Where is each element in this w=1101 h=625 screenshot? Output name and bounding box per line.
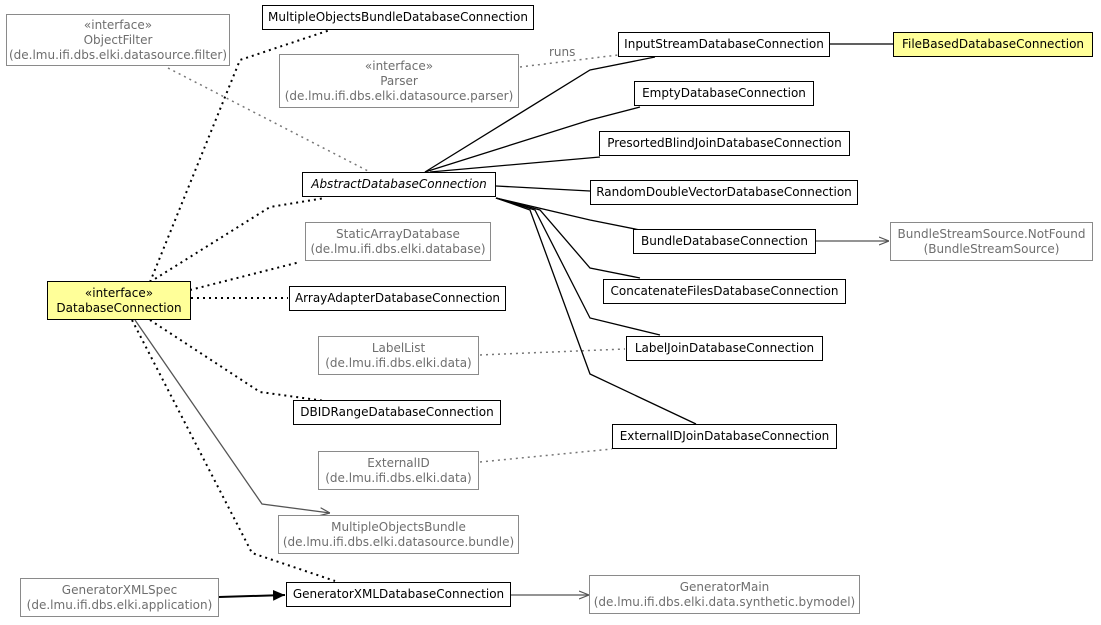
edge-externalid-externalidjoin [479, 448, 613, 463]
database-connection-name: DatabaseConnection [56, 300, 182, 315]
edge-dbconn-multipleobjectsbundle [134, 319, 330, 513]
concatenate-files-db-conn-name: ConcatenateFilesDatabaseConnection [610, 284, 839, 298]
empty-db-conn-name: EmptyDatabaseConnection [642, 86, 806, 100]
generator-xml-db-conn-name: GeneratorXMLDatabaseConnection [292, 587, 505, 601]
static-array-database-node[interactable]: StaticArrayDatabase (de.lmu.ifi.dbs.elki… [305, 222, 491, 261]
label-list-name: LabelList [371, 340, 426, 355]
object-filter-stereotype: «interface» [83, 17, 153, 32]
bundle-stream-source-not-found-package: (BundleStreamSource) [923, 241, 1060, 256]
multiple-objects-bundle-db-conn-name: MultipleObjectsBundleDatabaseConnection [268, 10, 528, 24]
bundle-stream-source-not-found-node[interactable]: BundleStreamSource.NotFound (BundleStrea… [890, 222, 1093, 261]
file-based-db-conn-node[interactable]: FileBasedDatabaseConnection [893, 32, 1093, 57]
realization-edges [131, 29, 336, 582]
edge-abstract-inputstream [424, 56, 656, 173]
parser-package: (de.lmu.ifi.dbs.elki.datasource.parser) [284, 88, 514, 103]
bundle-db-conn-node[interactable]: BundleDatabaseConnection [633, 229, 816, 254]
bundle-stream-source-not-found-name: BundleStreamSource.NotFound [897, 226, 1086, 241]
array-adapter-db-conn-node[interactable]: ArrayAdapterDatabaseConnection [289, 286, 506, 311]
edge-abstract-concatenate [495, 197, 641, 279]
multiple-objects-bundle-db-conn-node[interactable]: MultipleObjectsBundleDatabaseConnection [262, 5, 534, 30]
empty-db-conn-node[interactable]: EmptyDatabaseConnection [634, 81, 814, 106]
runs-label: runs [549, 45, 576, 59]
generator-xml-spec-name: GeneratorXMLSpec [61, 582, 178, 597]
external-id-node[interactable]: ExternalID (de.lmu.ifi.dbs.elki.data) [318, 451, 479, 490]
external-id-join-db-conn-name: ExternalIDJoinDatabaseConnection [619, 429, 830, 443]
association-edges [134, 241, 889, 595]
input-stream-db-conn-node[interactable]: InputStreamDatabaseConnection [618, 32, 830, 57]
random-double-vector-db-conn-name: RandomDoubleVectorDatabaseConnection [596, 185, 852, 199]
parser-node[interactable]: «interface» Parser (de.lmu.ifi.dbs.elki.… [279, 54, 519, 108]
multiple-objects-bundle-node[interactable]: MultipleObjectsBundle (de.lmu.ifi.dbs.el… [278, 515, 519, 554]
edge-abstract-empty [424, 106, 641, 173]
edge-parser-inputstream [519, 54, 619, 68]
label-list-package: (de.lmu.ifi.dbs.elki.data) [325, 355, 472, 370]
parser-stereotype: «interface» [364, 58, 434, 73]
generator-xml-db-conn-node[interactable]: GeneratorXMLDatabaseConnection [286, 582, 511, 607]
label-join-db-conn-name: LabelJoinDatabaseConnection [634, 341, 815, 355]
edge-labellist-labeljoin [479, 348, 626, 356]
presorted-blind-join-db-conn-name: PresortedBlindJoinDatabaseConnection [607, 136, 842, 150]
generator-main-name: GeneratorMain [679, 579, 770, 594]
dependency-edges [167, 54, 626, 463]
object-filter-node[interactable]: «interface» ObjectFilter (de.lmu.ifi.dbs… [6, 14, 230, 66]
abstract-db-conn-name: AbstractDatabaseConnection [311, 177, 487, 191]
concatenate-files-db-conn-node[interactable]: ConcatenateFilesDatabaseConnection [603, 279, 846, 304]
edge-dbconn-abstract [149, 197, 326, 283]
object-filter-name: ObjectFilter [83, 32, 153, 47]
generator-main-node[interactable]: GeneratorMain (de.lmu.ifi.dbs.elki.data.… [589, 575, 860, 614]
file-based-db-conn-name: FileBasedDatabaseConnection [901, 37, 1085, 51]
edge-abstract-bundle [495, 197, 641, 231]
inheritance-edges [424, 43, 893, 425]
input-stream-db-conn-name: InputStreamDatabaseConnection [624, 37, 824, 51]
random-double-vector-db-conn-node[interactable]: RandomDoubleVectorDatabaseConnection [590, 180, 858, 205]
edge-dbconn-arrayadapter [189, 261, 301, 291]
dbid-range-db-conn-node[interactable]: DBIDRangeDatabaseConnection [293, 400, 501, 425]
edge-objectfilter-abstract [167, 67, 371, 173]
dbid-range-db-conn-name: DBIDRangeDatabaseConnection [300, 405, 494, 419]
presorted-blind-join-db-conn-node[interactable]: PresortedBlindJoinDatabaseConnection [599, 131, 850, 156]
edge-abstract-presorted [429, 156, 601, 173]
multiple-objects-bundle-package: (de.lmu.ifi.dbs.elki.datasource.bundle) [282, 534, 515, 549]
static-array-database-name: StaticArrayDatabase [336, 226, 460, 241]
label-join-db-conn-node[interactable]: LabelJoinDatabaseConnection [626, 336, 823, 361]
edge-dbconn-multiplebundle [149, 29, 331, 283]
multiple-objects-bundle-name: MultipleObjectsBundle [331, 519, 466, 534]
external-id-join-db-conn-node[interactable]: ExternalIDJoinDatabaseConnection [612, 424, 837, 449]
edge-generatorxmlspec-generatorxml [218, 589, 286, 601]
static-array-database-package: (de.lmu.ifi.dbs.elki.database) [310, 241, 486, 256]
database-connection-stereotype: «interface» [84, 285, 154, 300]
abstract-db-conn-node[interactable]: AbstractDatabaseConnection [302, 172, 496, 197]
generator-main-package: (de.lmu.ifi.dbs.elki.data.synthetic.bymo… [593, 594, 856, 609]
edge-abstract-labeljoin [495, 197, 661, 336]
edge-abstract-externalidjoin [495, 197, 697, 425]
bundle-db-conn-name: BundleDatabaseConnection [641, 234, 808, 248]
parser-name: Parser [380, 73, 418, 88]
array-adapter-db-conn-name: ArrayAdapterDatabaseConnection [294, 291, 501, 305]
database-connection-node[interactable]: «interface» DatabaseConnection [47, 281, 191, 320]
external-id-package: (de.lmu.ifi.dbs.elki.data) [325, 470, 472, 485]
object-filter-package: (de.lmu.ifi.dbs.elki.datasource.filter) [8, 47, 228, 62]
external-id-name: ExternalID [367, 455, 430, 470]
generator-xml-spec-package: (de.lmu.ifi.dbs.elki.application) [26, 597, 213, 612]
edge-abstract-random [495, 185, 591, 192]
label-list-node[interactable]: LabelList (de.lmu.ifi.dbs.elki.data) [318, 336, 479, 375]
edge-dbconn-dbidrange [149, 319, 326, 402]
generator-xml-spec-node[interactable]: GeneratorXMLSpec (de.lmu.ifi.dbs.elki.ap… [20, 578, 219, 617]
